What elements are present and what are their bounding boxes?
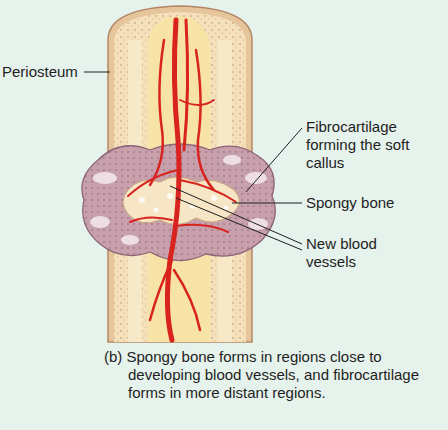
part-label: New blood vessels [306, 235, 401, 271]
leader-lines [84, 72, 302, 250]
spongy-holes [139, 193, 229, 213]
part-label: Periosteum [2, 63, 84, 81]
part-label: Spongy bone [306, 194, 436, 212]
part-label: Fibrocartilage forming the soft callus [306, 118, 434, 172]
figure-caption: (b) Spongy bone forms in regions close t… [104, 348, 438, 402]
blood-vessels [128, 20, 236, 340]
